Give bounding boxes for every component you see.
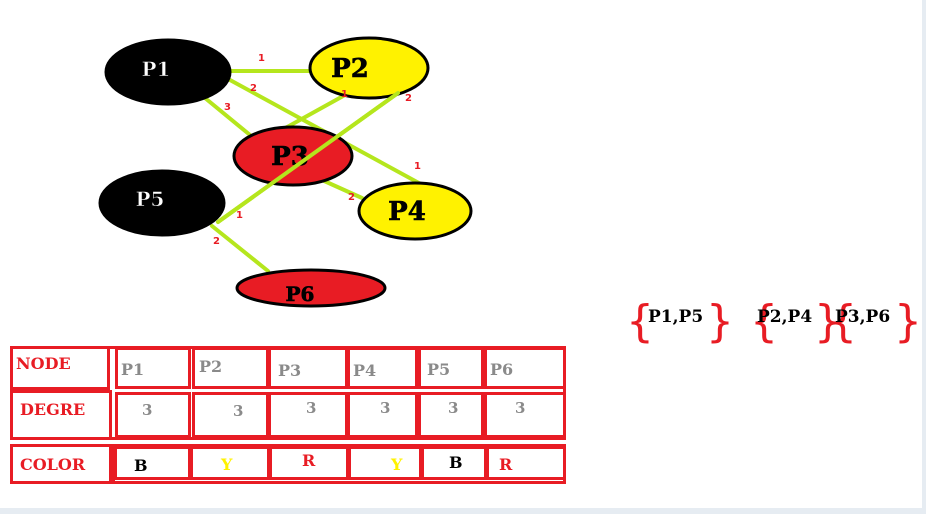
degree-cell	[347, 392, 418, 438]
degree-cell	[268, 392, 348, 438]
brace-close-icon: }	[814, 296, 842, 347]
color-cell	[486, 446, 566, 480]
graph-node-p1: P1	[104, 38, 232, 106]
brace-close-icon: }	[894, 296, 922, 347]
edge-p2-p5-over	[216, 91, 400, 224]
graph-node-p6: P6	[235, 268, 387, 308]
edge-p1-p3	[203, 96, 252, 137]
edge-p5-p6	[210, 224, 270, 273]
header-cell-color	[10, 444, 112, 484]
node-name: P2	[199, 357, 223, 376]
table-header-color: COLOR	[20, 455, 86, 474]
node-shape-p5	[98, 169, 226, 237]
edge-weight: 2	[250, 83, 257, 94]
color-letter: Y	[221, 455, 233, 474]
degree-cell	[192, 392, 269, 438]
degree-value: 3	[233, 402, 244, 420]
node-name: P6	[490, 360, 514, 379]
edge-weight: 3	[224, 102, 231, 113]
brace-open-icon: {	[626, 296, 654, 347]
node-name: P5	[427, 360, 451, 379]
node-cell	[268, 347, 348, 389]
color-letter: B	[449, 453, 463, 472]
color-letter: Y	[391, 455, 403, 474]
color-cell	[421, 446, 487, 480]
edge-weight: 2	[348, 192, 355, 203]
edge-p2-p3	[278, 93, 347, 133]
edge-weight: 2	[405, 93, 412, 104]
edge-weight: 1	[414, 161, 421, 172]
node-shape-p4	[357, 181, 473, 241]
edge-weights: 1 2 1 3 1 2 1 2 2	[213, 53, 421, 247]
node-name: P4	[353, 361, 377, 380]
edge-p3-p4	[320, 178, 364, 200]
color-groups: { P1,P5 } { P2,P4 } { P3,P6 }	[626, 296, 922, 347]
edge-weight: 1	[236, 210, 243, 221]
node-label-p1: P1	[142, 57, 171, 81]
node-label-p2: P2	[331, 54, 369, 84]
node-label-p4: P4	[388, 197, 426, 227]
header-cell-degree	[10, 390, 112, 440]
node-shape-p2	[308, 36, 430, 100]
color-cell	[190, 446, 270, 480]
canvas-bottom-edge	[0, 508, 926, 514]
degree-value: 3	[448, 399, 459, 417]
color-group-1: P1,P5	[648, 307, 703, 327]
color-letter: R	[499, 455, 513, 474]
header-cell-node	[10, 346, 110, 390]
graph-node-p4: P4	[357, 181, 473, 241]
node-name: P1	[121, 360, 145, 379]
degree-cell	[115, 392, 191, 438]
node-cell	[192, 347, 269, 389]
node-label-p6: P6	[286, 282, 315, 306]
degree-value: 3	[515, 399, 526, 417]
brace-open-icon: {	[829, 296, 857, 347]
node-shape-p1	[104, 38, 232, 106]
color-letter: B	[134, 456, 148, 475]
edge-weight: 1	[341, 89, 348, 100]
graph-node-p2: P2	[308, 36, 430, 100]
node-cell	[115, 347, 191, 389]
node-label-p3: P3	[271, 142, 309, 172]
node-label-p5: P5	[136, 187, 165, 211]
canvas-right-edge	[922, 0, 926, 514]
graph-node-p3: P3	[232, 125, 354, 187]
color-group-3: P3,P6	[835, 307, 890, 327]
node-shape-p6	[235, 268, 387, 308]
brace-open-icon: {	[750, 296, 778, 347]
degree-value: 3	[380, 399, 391, 417]
table-header-degree: DEGRE	[20, 400, 86, 419]
degree-value: 3	[142, 401, 153, 419]
table-header-node: NODE	[16, 354, 71, 373]
degree-value: 3	[306, 399, 317, 417]
degree-cell	[418, 392, 484, 438]
edge-weight: 1	[258, 53, 265, 64]
color-group-2: P2,P4	[757, 307, 812, 327]
graph-node-p5: P5	[98, 169, 226, 237]
color-cell	[114, 446, 191, 480]
node-cell	[418, 347, 484, 389]
node-cell	[484, 347, 566, 389]
brace-close-icon: }	[706, 296, 734, 347]
node-name: P3	[278, 361, 302, 380]
node-shape-p3	[232, 125, 354, 187]
color-cell	[348, 446, 422, 480]
node-cell	[347, 347, 418, 389]
color-letter: R	[302, 451, 316, 470]
color-cell	[269, 446, 349, 480]
degree-cell	[484, 392, 566, 438]
edge-weight: 2	[213, 236, 220, 247]
